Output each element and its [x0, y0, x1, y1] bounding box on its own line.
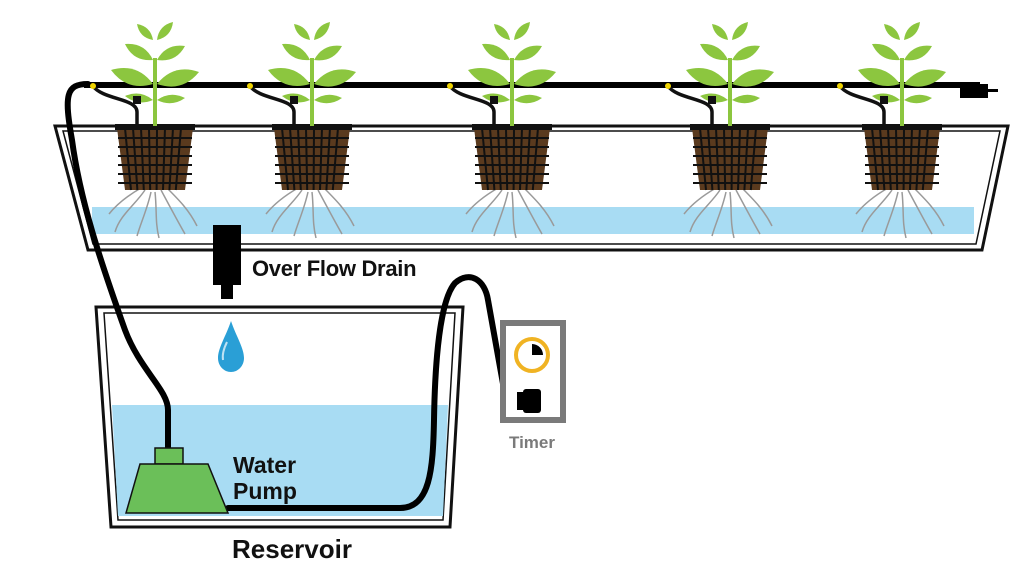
- net-pot: [272, 124, 352, 191]
- drip-emitter: [90, 83, 141, 124]
- water-pump-label-line2: Pump: [233, 478, 297, 504]
- plant-site: [837, 22, 946, 239]
- water-pump-label-line1: Water: [233, 452, 297, 478]
- plant-roots: [108, 187, 198, 239]
- plant-sites: [90, 22, 946, 239]
- reservoir-label: Reservoir: [232, 534, 352, 564]
- clock-icon: [514, 337, 550, 373]
- plant-site: [447, 22, 556, 239]
- drip-emitter: [447, 83, 498, 124]
- plant-leaves: [268, 22, 356, 104]
- water-pump: [125, 447, 230, 514]
- plant-site: [90, 22, 199, 239]
- net-pot: [690, 124, 770, 191]
- plant-leaves: [686, 22, 774, 104]
- drip-emitter: [665, 83, 716, 124]
- plant-roots: [855, 187, 945, 239]
- overflow-drain-label: Over Flow Drain: [252, 256, 417, 281]
- overflow-drain-pipe: [213, 225, 241, 299]
- drip-emitter: [837, 83, 888, 124]
- supply-tube: [64, 81, 171, 455]
- plant-roots: [465, 187, 555, 239]
- timer-label: Timer: [509, 433, 555, 452]
- drip-emitter: [247, 83, 298, 124]
- manifold-end-cap: [960, 84, 988, 98]
- net-pot: [862, 124, 942, 191]
- plant-leaves: [111, 22, 199, 104]
- water-droplet-icon: [218, 321, 244, 372]
- plant-roots: [683, 187, 773, 239]
- net-pot: [472, 124, 552, 191]
- plant-roots: [265, 187, 355, 239]
- plug-icon: [517, 389, 541, 413]
- plant-site: [247, 22, 356, 239]
- timer: [500, 320, 566, 423]
- net-pot: [115, 124, 195, 191]
- plant-site: [665, 22, 774, 239]
